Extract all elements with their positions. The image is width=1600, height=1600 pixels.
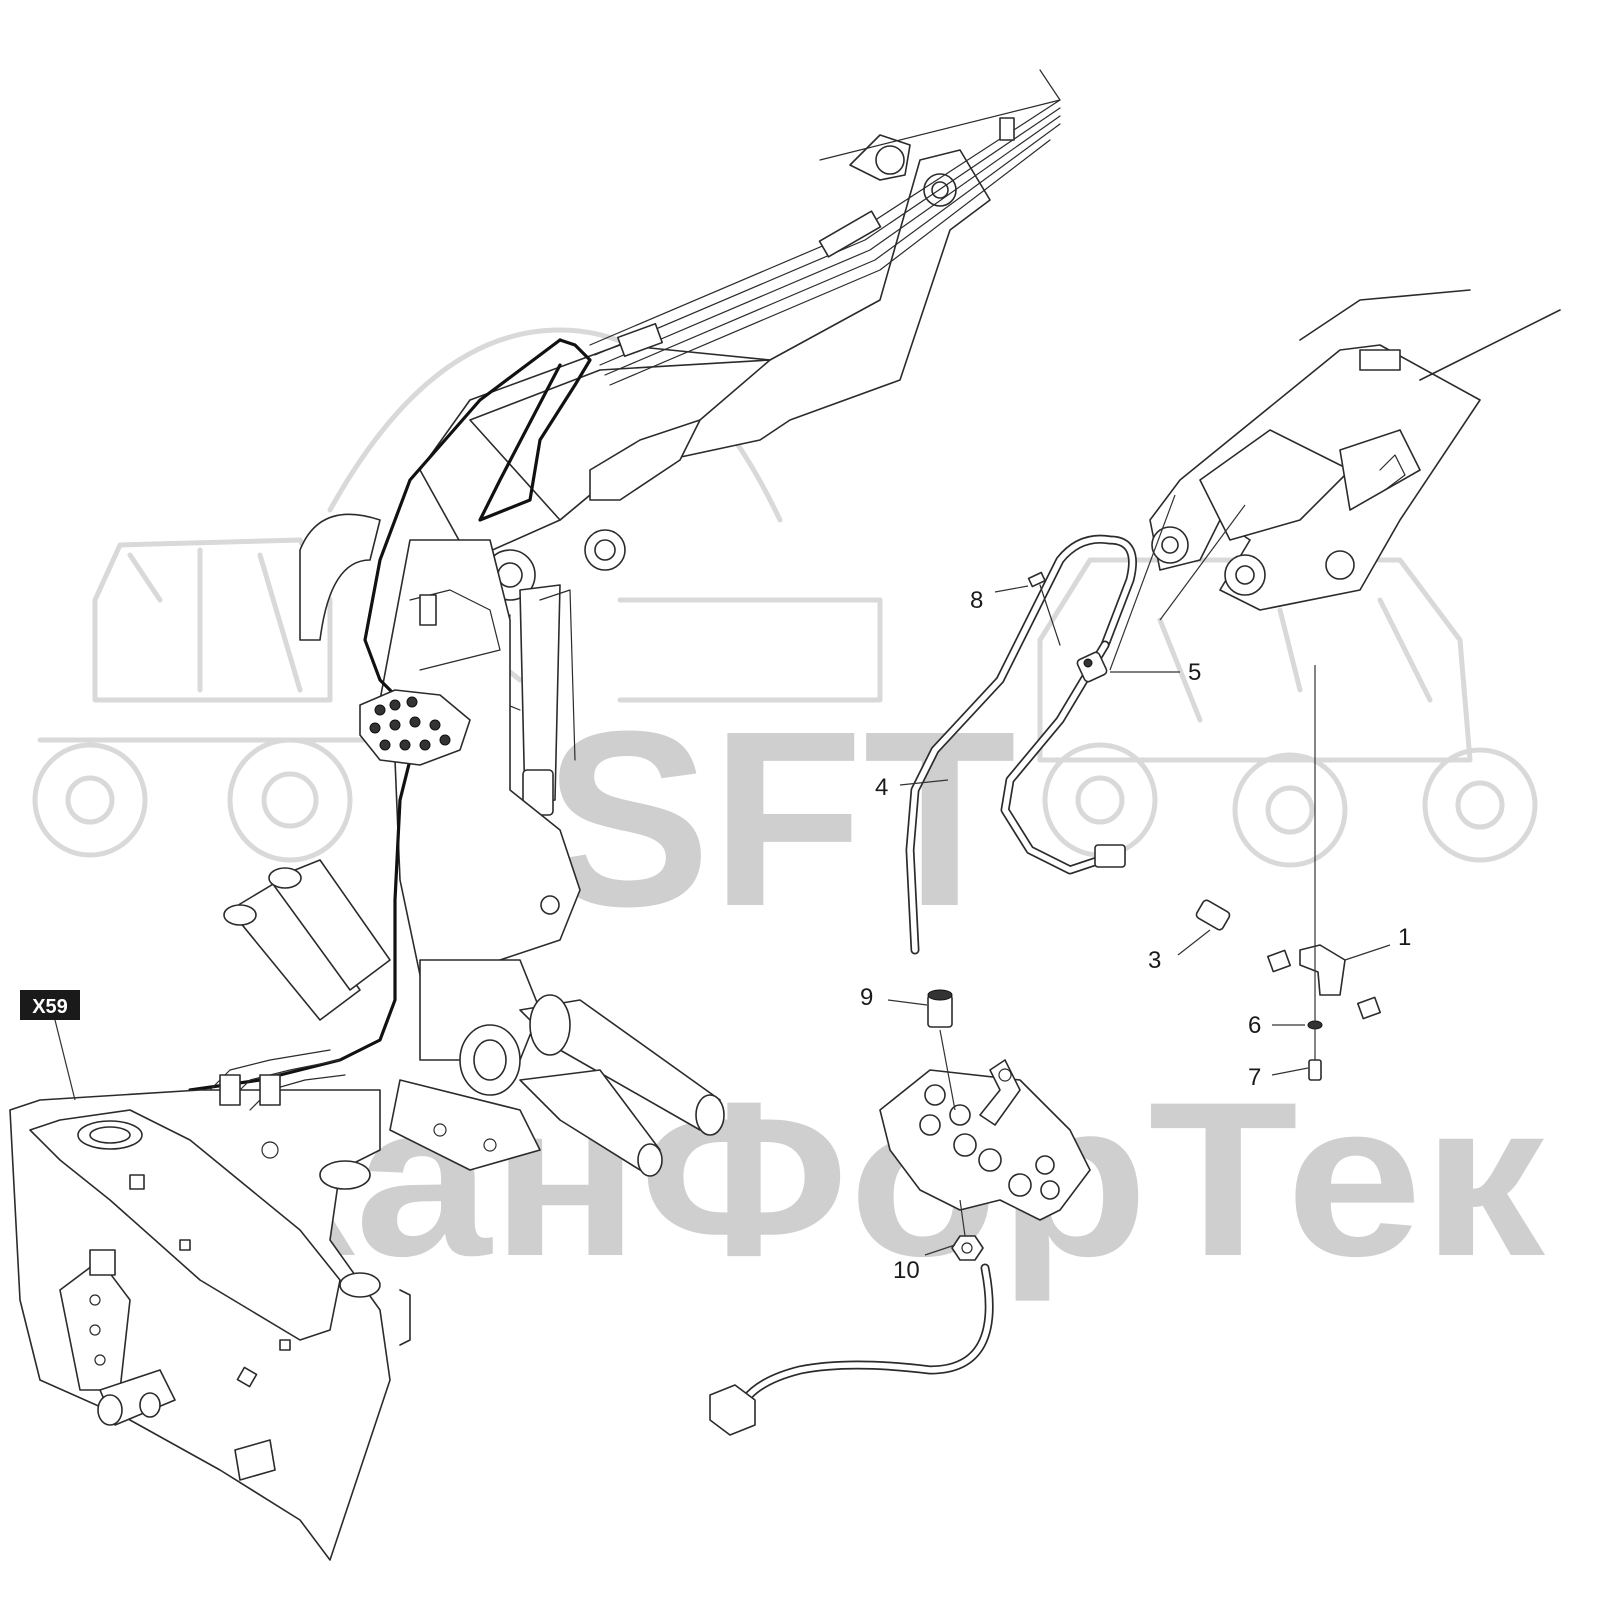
callout-8-label: 8	[970, 587, 983, 614]
callout-5: 5	[1110, 659, 1201, 686]
callout-9: 9	[860, 984, 928, 1011]
callout-9-label: 9	[860, 984, 873, 1011]
part-10-nut	[951, 1235, 984, 1261]
callout-5-label: 5	[1188, 659, 1201, 686]
boom-assembly	[223, 69, 1061, 1177]
part-5-clip	[1076, 651, 1108, 683]
watermark-tractor-right-icon	[1037, 557, 1538, 868]
part-7-bolt	[1308, 1059, 1322, 1081]
mounting-plate	[879, 1059, 1091, 1221]
callout-7: 7	[1248, 1064, 1309, 1091]
callout-6: 6	[1248, 1012, 1305, 1039]
sensor-cable	[709, 1263, 994, 1436]
callout-1: 1	[1344, 924, 1411, 961]
watermark-brand: SFT	[544, 679, 1016, 958]
callout-4: 4	[875, 774, 949, 801]
callout-10-label: 10	[893, 1257, 920, 1284]
callout-8: 8	[970, 585, 1029, 614]
callout-3-label: 3	[1148, 947, 1161, 974]
callout-10: 10	[893, 1244, 956, 1284]
part-1-bracket	[1267, 944, 1381, 1020]
chassis-frame	[9, 1049, 411, 1561]
boom-foot-detail	[1149, 289, 1561, 611]
part-3-fitting	[1195, 899, 1231, 931]
part-8-bolt	[1027, 571, 1061, 646]
callout-7-label: 7	[1248, 1064, 1261, 1091]
x59-badge: X59	[20, 990, 80, 1101]
part-4-tube	[905, 534, 1137, 955]
part-9-grommet	[927, 989, 953, 1028]
callout-4-label: 4	[875, 774, 888, 801]
x59-badge-label: X59	[32, 996, 68, 1018]
valve-manifold	[359, 594, 471, 766]
callout-3: 3	[1148, 929, 1211, 974]
callout-1-label: 1	[1398, 924, 1411, 951]
callout-6-label: 6	[1248, 1012, 1261, 1039]
